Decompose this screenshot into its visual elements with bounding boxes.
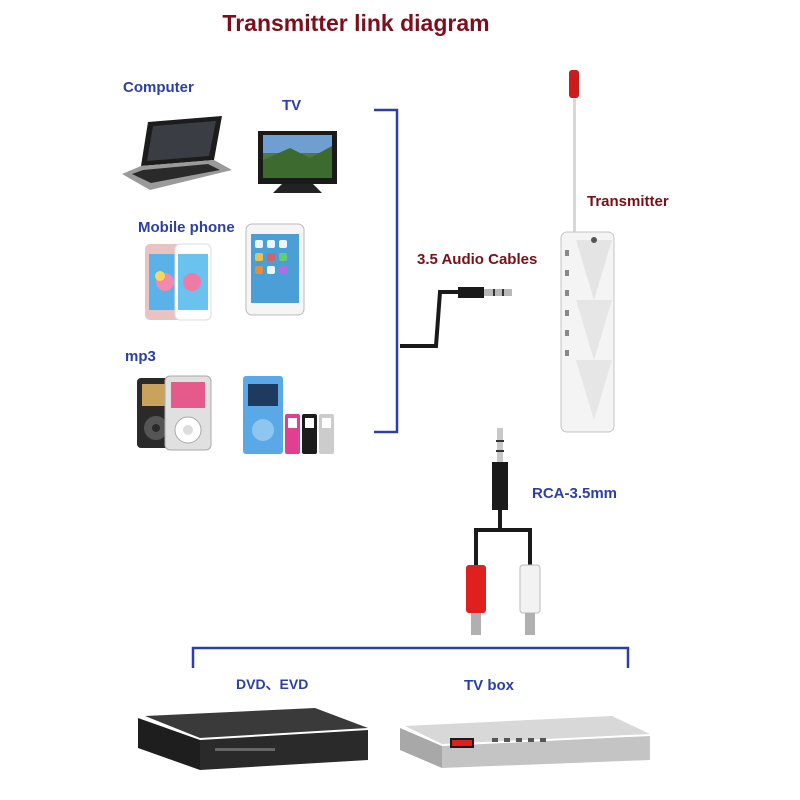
laptop-icon: [122, 116, 232, 190]
label-dvd-evd: DVD、EVD: [236, 676, 309, 692]
source-bracket: [374, 108, 399, 434]
diagram-title: Transmitter link diagram: [222, 10, 490, 36]
ipod-classic-icon: [137, 375, 212, 451]
label-rca: RCA-3.5mm: [532, 485, 618, 502]
label-computer: Computer: [123, 79, 194, 96]
label-tv-box: TV box: [464, 677, 515, 694]
label-mp3: mp3: [125, 348, 156, 365]
smartphone-icon-2: [174, 243, 212, 321]
tablet-icon: [245, 223, 305, 316]
output-bracket: [191, 646, 630, 668]
audio-cable-35mm: [400, 287, 512, 348]
mp3-players-icon: [243, 376, 334, 454]
label-tv: TV: [282, 97, 302, 114]
transmitter-device: [560, 70, 615, 433]
rca-cable: [466, 428, 541, 635]
label-mobile-phone: Mobile phone: [138, 219, 235, 236]
dvd-player-icon: [138, 708, 368, 770]
label-transmitter: Transmitter: [587, 193, 669, 210]
tv-box-icon: [400, 716, 650, 768]
label-audio-cables: 3.5 Audio Cables: [417, 251, 538, 268]
tv-icon: [258, 131, 337, 193]
